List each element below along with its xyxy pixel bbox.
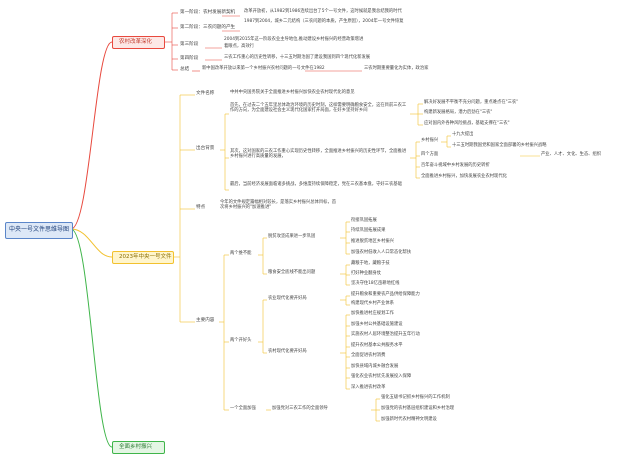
- summary-tail: 三农时期重要量化为实体，政治家: [364, 66, 429, 71]
- bg2-modernization: 全面推进乡村振兴，加快发展农业农村现代化: [421, 174, 507, 179]
- strong-a1: 强化五级书记抓乡村振兴的工作机制: [381, 395, 450, 400]
- doc-name-label[interactable]: 文件名称: [196, 91, 215, 96]
- must2-label[interactable]: 两个开好头: [230, 338, 252, 343]
- bg2-revitalization[interactable]: 乡村振兴: [421, 138, 439, 143]
- bg1-reason-3: 应对国内外各种风险挑战，基础支撑在"三农": [424, 121, 510, 126]
- branch-rural-revitalization[interactable]: 全面乡村振兴: [112, 441, 165, 454]
- must1-a4: 加强农村低收入人口常态化帮扶: [351, 250, 412, 255]
- must2-b3: 实施农村人居环境整治提升五年行动: [351, 332, 420, 337]
- must2-b8: 深入推进农村改革: [351, 385, 386, 390]
- bg2-four-aspects-detail: 产业、人才、文化、生态、组织: [541, 152, 602, 157]
- strong-a2: 加强党的农村基层组织建设和乡村治理: [381, 406, 455, 411]
- branch-history[interactable]: 农村改革深化: [112, 36, 165, 49]
- must1-label[interactable]: 两个维不能: [230, 251, 252, 256]
- must2-b4: 提升农村基本公共服务水平: [351, 343, 403, 348]
- background-1: 首先，在过去二个五年里总体政治环境的历史时刻，这样需要明确粮食安全，这在目前三农…: [230, 103, 407, 113]
- background-3: 最后，当前经济发展面临诸多挑战，多维度持续保障稳定，党在三农基本盘，守好三农基础: [230, 182, 402, 187]
- bg2-four-aspects: 四个方面: [421, 152, 439, 157]
- must2-b5: 全面促进农村消费: [351, 353, 386, 358]
- bg2-strategy: 十三五时期我国党和国家全面部署的乡村振兴战略: [452, 143, 547, 148]
- bg2-19th-congress: 十九大提出: [452, 132, 474, 137]
- must1-b3: 坚决守住18亿亩耕地红线: [351, 281, 400, 286]
- stage1-text: 改革开放初，从1982到1986连续出台了5个一号文件，这时候就是我总结我的时代: [244, 9, 402, 14]
- features-label[interactable]: 特点: [196, 205, 206, 210]
- must1-b1: 藏粮于地，藏粮于技: [351, 261, 390, 266]
- stage2-text: 1987到2004，城乡二元结构（三农问题的本质，产生原因），2004年一号文件…: [244, 19, 404, 24]
- stage2-label[interactable]: 第二阶段：三农问题的产生: [180, 25, 236, 30]
- bg1-reason-2: 构建新发展格局，潜力后劲在"三农": [424, 110, 493, 115]
- stage1-label[interactable]: 第一阶段：农村发展新契机: [180, 10, 236, 15]
- doc-name-text: 中共中央国务院关于全面推进乡村振兴加快农业农村现代化的意见: [230, 90, 355, 95]
- must2-b7: 强化农业农村优先发展投入保障: [351, 374, 412, 379]
- must2-a1: 提升粮食和重要农产品供给保障能力: [351, 292, 420, 297]
- stage3-label[interactable]: 第三阶段: [180, 42, 199, 47]
- background-2: 其次，这对国家的三农工作重心实现历史性转移，全面推进乡村振兴的历史性环节，全面推…: [230, 149, 407, 159]
- bg1-reason-1: 解决好发展不平衡不充分问题，重点难点在"三农": [424, 100, 519, 105]
- stage4-label[interactable]: 第四阶段: [180, 56, 199, 61]
- stage3-text2: 着眼点，高效行: [224, 44, 255, 49]
- content-label[interactable]: 主要内容: [196, 318, 215, 323]
- must2-b2: 加强乡村公共基础设施建设: [351, 322, 403, 327]
- must2-a: 农业现代化要开好局: [268, 296, 307, 301]
- must2-b: 农村现代化要开好局: [268, 349, 307, 354]
- strong-a: 加强党对三农工作的全面领导: [272, 406, 328, 411]
- must2-a2: 构建现代乡村产业体系: [351, 301, 394, 306]
- background-label[interactable]: 出台背景: [196, 146, 215, 151]
- must2-b6: 加快县域内城乡融合发展: [351, 364, 399, 369]
- stage3-text: 2004到2015年这一阶段农业主导地位,推动建设乡村振兴的经营政策增进: [224, 37, 364, 42]
- must1-a1: 衔接巩固拓展: [351, 218, 377, 223]
- must1-b: 粮食安全底线不能出问题: [268, 270, 316, 275]
- summary-text: 新中国改革开放以来第一个乡村振兴农村问题的一号文件在1982: [202, 66, 325, 71]
- must1-a3: 推进脱贫地区乡村振兴: [351, 239, 394, 244]
- bg2-history-turn: 百年奋斗视域中乡村发展的历史转折: [421, 163, 490, 168]
- must1-b2: 打好种业翻身仗: [351, 271, 382, 276]
- must1-a: 脱贫攻坚成果进一步巩固: [268, 234, 316, 239]
- stage4-text: 三农工作重心的历史性转移，十三五时期治国了建设我国到四个现代化新发展: [224, 55, 371, 60]
- strong-label[interactable]: 一个全面加强: [230, 406, 256, 411]
- branch-2023-doc[interactable]: 2023年中央一号文件: [112, 251, 174, 264]
- must1-a2: 持续巩固拓展成果: [351, 228, 386, 233]
- strong-a3: 加强新时代农村精神文明建设: [381, 417, 437, 422]
- must2-b1: 加快推进村庄规划工作: [351, 311, 394, 316]
- summary-label[interactable]: 总结: [180, 67, 190, 72]
- root-node[interactable]: 中央一号文件思维导图: [5, 222, 73, 239]
- features-text: 今年的文件规定篇幅相对较长，是落实乡村振兴总体目标，首次将乡村振兴的"加速推进": [220, 200, 337, 210]
